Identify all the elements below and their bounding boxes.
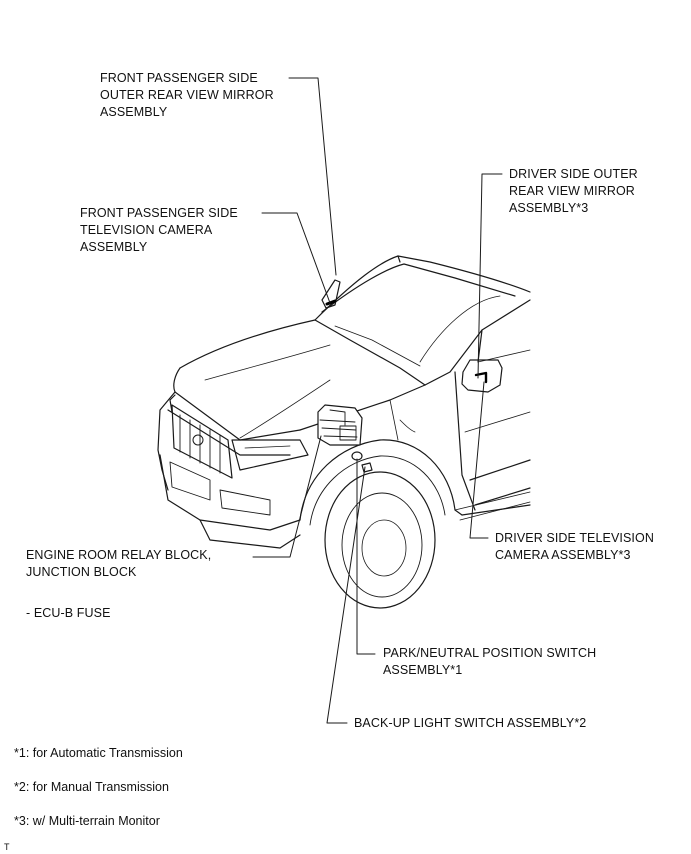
park-neutral-switch-label-line: PARK/NEUTRAL POSITION SWITCH: [383, 646, 597, 660]
driver-camera-label: DRIVER SIDE TELEVISION CAMERA ASSEMBLY*3: [495, 530, 654, 564]
corner-mark: T: [4, 842, 10, 852]
footnote-2: *2: for Manual Transmission: [14, 780, 169, 794]
front-passenger-mirror-label: FRONT PASSENGER SIDE OUTER REAR VIEW MIR…: [100, 70, 274, 121]
front-passenger-camera-label-line: ASSEMBLY: [80, 240, 148, 254]
front-passenger-camera-label-line: FRONT PASSENGER SIDE: [80, 206, 238, 220]
driver-mirror-shape: [461, 359, 503, 393]
relay-block-label: ENGINE ROOM RELAY BLOCK, JUNCTION BLOCK: [26, 547, 211, 581]
driver-camera-label-line: DRIVER SIDE TELEVISION: [495, 531, 654, 545]
backup-switch-label: BACK-UP LIGHT SWITCH ASSEMBLY*2: [354, 716, 587, 730]
relay-block-label-line: ENGINE ROOM RELAY BLOCK,: [26, 548, 212, 562]
relay-block-label-line: JUNCTION BLOCK: [26, 565, 137, 579]
driver-mirror-label: DRIVER SIDE OUTER REAR VIEW MIRROR ASSEM…: [509, 166, 638, 217]
passenger-mirror-shape: [321, 279, 341, 309]
front-passenger-camera-label-line: TELEVISION CAMERA: [80, 223, 213, 237]
switch-shapes: [351, 451, 373, 473]
footnote-3: *3: w/ Multi-terrain Monitor: [14, 814, 160, 828]
front-passenger-mirror-label-line: ASSEMBLY: [100, 105, 168, 119]
park-neutral-switch-label-line: ASSEMBLY*1: [383, 663, 463, 677]
driver-mirror-label-line: REAR VIEW MIRROR: [509, 184, 635, 198]
footnote-1: *1: for Automatic Transmission: [14, 746, 183, 760]
vehicle-body: [157, 255, 531, 609]
relay-block-shape: [317, 404, 363, 446]
front-passenger-camera-label: FRONT PASSENGER SIDE TELEVISION CAMERA A…: [80, 205, 238, 256]
leader-lines: [252, 77, 503, 724]
driver-mirror-label-line: DRIVER SIDE OUTER: [509, 167, 638, 181]
driver-camera-label-line: CAMERA ASSEMBLY*3: [495, 548, 631, 562]
ecu-fuse-label: - ECU-B FUSE: [26, 606, 111, 620]
driver-mirror-label-line: ASSEMBLY*3: [509, 201, 589, 215]
front-passenger-mirror-label-line: OUTER REAR VIEW MIRROR: [100, 88, 274, 102]
park-neutral-switch-label: PARK/NEUTRAL POSITION SWITCH ASSEMBLY*1: [383, 645, 596, 679]
front-passenger-mirror-label-line: FRONT PASSENGER SIDE: [100, 71, 258, 85]
